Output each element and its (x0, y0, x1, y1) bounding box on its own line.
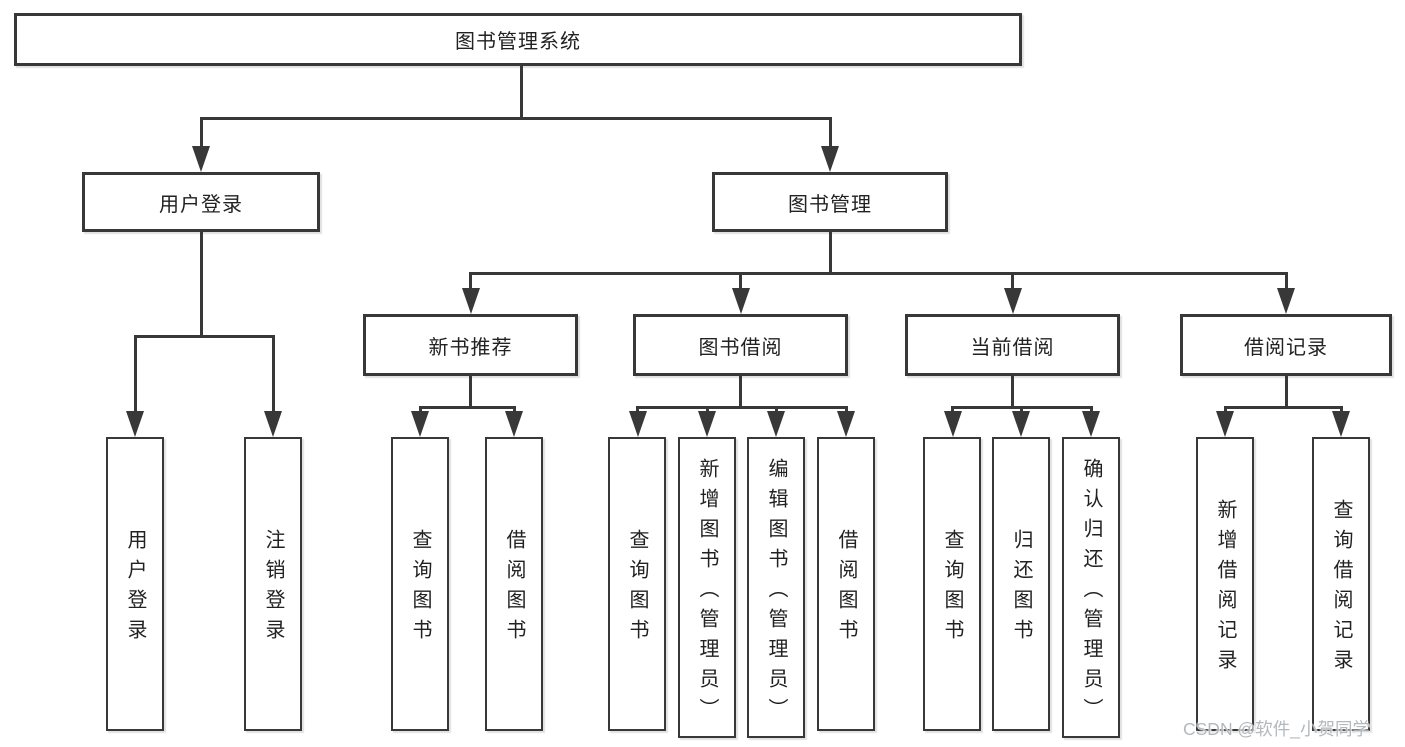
leaf-label: 新增借阅记录 (1214, 499, 1236, 679)
connector-line (469, 275, 472, 288)
connector-line (271, 338, 275, 411)
node-library-management-system: 图书管理系统 (14, 13, 1022, 66)
arrow-down-icon (1012, 411, 1030, 437)
leaf-confirm-return-admin: 确认归还（管理员） (1062, 437, 1120, 738)
leaf-edit-books-admin: 编辑图书（管理员） (747, 437, 805, 738)
arrow-down-icon (731, 288, 750, 314)
leaf-label: 编辑图书（管理员） (765, 457, 787, 728)
leaf-label: 新增图书（管理员） (696, 457, 718, 728)
leaf-label: 借阅图书 (835, 529, 857, 649)
connector-line (199, 232, 203, 335)
connector-line (1284, 376, 1288, 406)
arrow-down-icon (1277, 288, 1295, 314)
node-user-login: 用户登录 (82, 172, 320, 232)
leaf-borrow-books-recommend: 借阅图书 (485, 437, 543, 731)
arrow-down-icon (837, 411, 855, 437)
arrow-down-icon (767, 411, 785, 437)
leaf-add-books-admin: 新增图书（管理员） (678, 437, 736, 738)
arrow-down-icon (192, 146, 210, 172)
leaf-label: 确认归还（管理员） (1080, 457, 1102, 728)
node-current-borrowing: 当前借阅 (905, 314, 1120, 376)
arrow-down-icon (126, 411, 144, 437)
leaf-query-books-current: 查询图书 (923, 437, 981, 731)
connector-line (951, 406, 1093, 409)
leaf-query-books-borrowing: 查询图书 (608, 437, 666, 731)
connector-line (739, 275, 742, 288)
connector-line (1284, 275, 1288, 288)
node-label: 图书管理系统 (455, 31, 581, 53)
arrow-down-icon (1216, 411, 1234, 437)
arrow-down-icon (1003, 288, 1022, 314)
connector-line (828, 120, 832, 146)
node-label: 当前借阅 (970, 336, 1055, 359)
leaf-borrow-books: 借阅图书 (817, 437, 875, 731)
connector-line (469, 272, 1288, 275)
leaf-return-books: 归还图书 (992, 437, 1050, 731)
arrow-down-icon (1082, 411, 1100, 437)
connector-line (739, 376, 742, 406)
leaf-label: 查询图书 (941, 529, 963, 649)
connector-line (133, 338, 137, 411)
connector-line (1011, 376, 1014, 406)
connector-line (469, 376, 472, 406)
node-label: 图书借阅 (698, 336, 783, 359)
arrow-down-icon (698, 411, 716, 437)
leaf-query-books-recommend: 查询图书 (391, 437, 449, 731)
connector-line (199, 117, 832, 120)
node-new-book-recommendation: 新书推荐 (363, 314, 578, 376)
leaf-add-borrow-record: 新增借阅记录 (1196, 437, 1254, 731)
node-label: 用户登录 (159, 193, 243, 216)
leaf-logout: 注销登录 (244, 437, 302, 731)
arrow-down-icon (821, 146, 839, 172)
node-book-management: 图书管理 (712, 172, 948, 232)
arrow-down-icon (264, 411, 282, 437)
connector-line (133, 335, 275, 338)
arrow-down-icon (505, 411, 523, 437)
arrow-down-icon (628, 411, 647, 437)
connector-line (1011, 275, 1014, 288)
leaf-label: 归还图书 (1010, 529, 1032, 649)
leaf-query-borrow-record: 查询借阅记录 (1312, 437, 1370, 731)
leaf-label: 查询图书 (409, 529, 431, 649)
arrow-down-icon (943, 411, 962, 437)
leaf-label: 借阅图书 (503, 529, 525, 649)
leaf-label: 用户登录 (124, 529, 146, 649)
leaf-label: 注销登录 (262, 529, 284, 649)
connector-line (418, 406, 516, 409)
arrow-down-icon (461, 288, 480, 314)
connector-line (636, 406, 848, 409)
csdn-watermark: CSDN @软件_小贺同学 (1183, 719, 1370, 739)
node-book-borrowing: 图书借阅 (633, 314, 848, 376)
connector-line (1223, 406, 1343, 409)
connector-line (828, 232, 832, 272)
leaf-label: 查询图书 (626, 529, 648, 649)
node-label: 借阅记录 (1244, 336, 1328, 359)
leaf-label: 查询借阅记录 (1330, 499, 1352, 679)
arrow-down-icon (1332, 411, 1350, 437)
leaf-user-login: 用户登录 (106, 437, 164, 731)
connector-line (199, 120, 203, 146)
connector-line (519, 66, 523, 117)
node-label: 图书管理 (788, 193, 872, 216)
node-label: 新书推荐 (428, 336, 513, 359)
node-borrowing-records: 借阅记录 (1180, 314, 1392, 376)
arrow-down-icon (411, 411, 429, 437)
